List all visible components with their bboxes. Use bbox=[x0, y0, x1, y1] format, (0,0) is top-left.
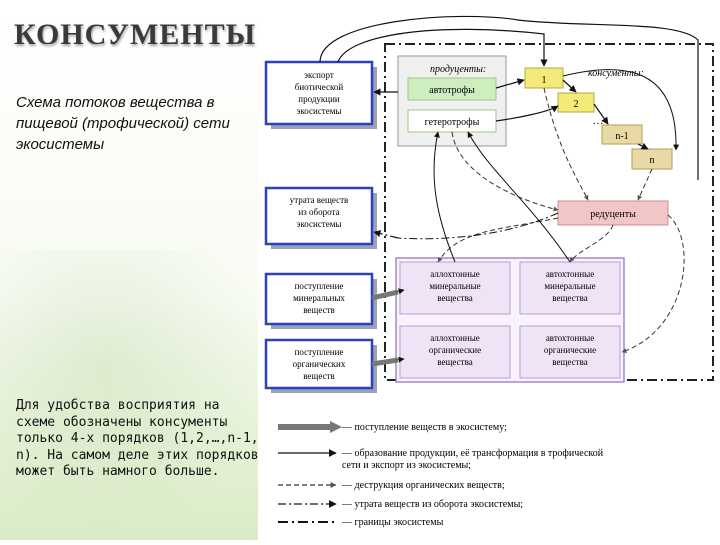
pool-producer-arrow bbox=[433, 131, 456, 263]
pool-line: вещества bbox=[437, 293, 472, 303]
producers-group: продуценты: автотрофы гетеротрофы bbox=[397, 55, 507, 147]
loss-box: утрата веществ из оборота экосистемы bbox=[264, 186, 377, 249]
pool-line: автохтонные bbox=[546, 333, 594, 343]
legend-item: — деструкция органических веществ; bbox=[341, 480, 505, 491]
mineral-input-box: поступление минеральных веществ bbox=[264, 272, 377, 329]
background-tree-image bbox=[0, 250, 260, 540]
legend-item: — образование продукции, её трансформаци… bbox=[341, 448, 604, 459]
export-box-line: экосистемы bbox=[297, 106, 342, 116]
consumer-chain-arrow bbox=[593, 103, 609, 125]
export-box: экспорт биотической продукции экосистемы bbox=[264, 60, 377, 129]
mineral-input-arrow bbox=[371, 289, 399, 301]
consumer-order-1: 1 bbox=[542, 75, 547, 86]
legend-item: — утрата веществ из оборота экосистемы; bbox=[341, 499, 523, 510]
organic-input-arrow-head bbox=[395, 356, 405, 363]
slide-subtitle: Схема потоков вещества в пищевой (трофич… bbox=[16, 94, 230, 153]
destruction-arrow bbox=[569, 224, 614, 263]
destruction-arrow bbox=[543, 87, 589, 201]
consumers-group: консументы: 1 2 … n-1 n bbox=[524, 67, 673, 170]
mineral-input-box-line: поступление bbox=[295, 281, 344, 291]
mineral-input-box-line: веществ bbox=[303, 305, 335, 315]
heterotroph-consumer-arrow bbox=[495, 105, 559, 122]
consumers-label: консументы: bbox=[588, 68, 644, 79]
reducers-box: редуценты bbox=[557, 200, 669, 226]
producers-label: продуценты: bbox=[430, 64, 486, 75]
loss-arrow bbox=[397, 212, 559, 240]
consumer-order-2: 2 bbox=[574, 99, 579, 110]
legend-item: — поступление веществ в экосистему; bbox=[341, 422, 507, 433]
slide-title: КОНСУМЕНТЫ bbox=[14, 18, 257, 51]
export-box-line: продукции bbox=[298, 94, 340, 104]
pools-group: аллохтонные минеральные вещества автохто… bbox=[395, 257, 625, 383]
consumer-skip-arrow bbox=[562, 69, 680, 151]
pool-line: органические bbox=[544, 345, 596, 355]
organic-input-box-line: поступление bbox=[295, 347, 344, 357]
pool-line: вещества bbox=[552, 357, 587, 367]
pool-line: вещества bbox=[552, 293, 587, 303]
export-loop-arrow bbox=[319, 15, 699, 180]
legend-item: сети и экспорт из экосистемы; bbox=[342, 460, 471, 471]
legend: — поступление веществ в экосистему; — об… bbox=[278, 421, 604, 528]
pool-line: аллохтонные bbox=[430, 269, 480, 279]
pool-producer-arrow bbox=[467, 131, 571, 263]
destruction-arrow bbox=[437, 217, 559, 263]
legend-input-arrowhead bbox=[330, 421, 342, 433]
consumer-order-n-1: n-1 bbox=[615, 131, 628, 142]
mineral-input-arrow-head bbox=[395, 288, 405, 295]
slide-note: Для удобства восприятия на схеме обознач… bbox=[16, 398, 259, 479]
diagram-svg: экспорт биотической продукции экосистемы… bbox=[264, 15, 714, 528]
destruction-arrow bbox=[637, 168, 653, 201]
pool-line: минеральные bbox=[544, 281, 595, 291]
consumer-chain-arrow bbox=[562, 79, 577, 93]
organic-input-box-line: органических bbox=[293, 359, 346, 369]
destruction-arrow bbox=[451, 131, 559, 212]
organic-input-box-line: веществ bbox=[303, 371, 335, 381]
consumer-chain-arrow bbox=[637, 142, 649, 150]
food-web-diagram: экспорт биотической продукции экосистемы… bbox=[258, 0, 720, 540]
pool-line: вещества bbox=[437, 357, 472, 367]
loss-box-line: из оборота bbox=[298, 207, 339, 217]
loss-arrow bbox=[373, 230, 399, 239]
autotrophs-box: автотрофы bbox=[429, 85, 475, 96]
pool-line: органические bbox=[429, 345, 481, 355]
export-box-line: биотической bbox=[295, 82, 344, 92]
loss-box-line: экосистемы bbox=[297, 219, 342, 229]
consumer-export-arrow bbox=[337, 28, 548, 67]
pool-line: минеральные bbox=[429, 281, 480, 291]
organic-input-arrow bbox=[371, 357, 399, 367]
mineral-input-box-line: минеральных bbox=[293, 293, 345, 303]
flow-arrows bbox=[319, 15, 699, 367]
reducers-label: редуценты bbox=[590, 209, 636, 220]
organic-input-box: поступление органических веществ bbox=[264, 338, 377, 393]
pool-line: автохтонные bbox=[546, 269, 594, 279]
producer-consumer-arrow bbox=[495, 78, 525, 89]
heterotrophs-box: гетеротрофы bbox=[425, 117, 480, 128]
loss-box-line: утрата веществ bbox=[290, 195, 349, 205]
export-box-line: экспорт bbox=[304, 70, 334, 80]
consumers-ellipsis: … bbox=[593, 115, 604, 127]
legend-item: — границы экосистемы bbox=[341, 517, 444, 528]
destruction-arrow bbox=[621, 214, 685, 353]
pool-line: аллохтонные bbox=[430, 333, 480, 343]
consumer-order-n: n bbox=[650, 155, 655, 166]
